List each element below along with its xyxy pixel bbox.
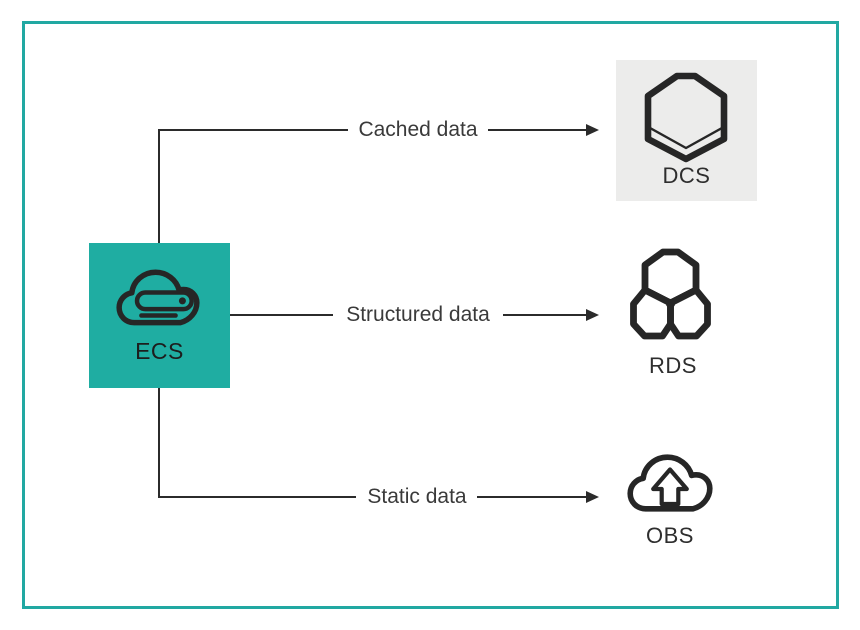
- arrowhead-obs: [586, 491, 599, 503]
- connector-ecs-dcs-right: [488, 129, 587, 131]
- connector-ecs-obs-vertical: [158, 388, 160, 498]
- node-label-obs: OBS: [646, 523, 694, 548]
- node-label-dcs: DCS: [662, 163, 711, 188]
- flow-label-cached-data: Cached data: [358, 118, 478, 141]
- connector-ecs-dcs-vertical: [158, 130, 160, 243]
- arrowhead-dcs: [586, 124, 599, 136]
- diagram-frame: [22, 21, 839, 609]
- connector-ecs-obs-right: [477, 496, 587, 498]
- arrowhead-rds: [586, 309, 599, 321]
- flow-label-structured-data: Structured data: [346, 303, 490, 326]
- connector-ecs-rds-left: [230, 314, 333, 316]
- connector-ecs-obs-left: [158, 496, 356, 498]
- node-ecs: ECS: [89, 243, 230, 388]
- node-label-ecs: ECS: [135, 338, 184, 364]
- node-dcs: DCS: [616, 60, 757, 201]
- hexagon-slab-icon: [644, 72, 728, 163]
- connector-ecs-rds-right: [503, 314, 587, 316]
- honeycomb-dot-icon: [630, 248, 711, 340]
- node-label-rds: RDS: [649, 353, 697, 378]
- flow-label-static-data: Static data: [367, 485, 467, 508]
- cloud-upload-arrow-icon: [627, 454, 713, 512]
- cloud-server-icon: [116, 269, 200, 326]
- connector-ecs-dcs-left: [158, 129, 348, 131]
